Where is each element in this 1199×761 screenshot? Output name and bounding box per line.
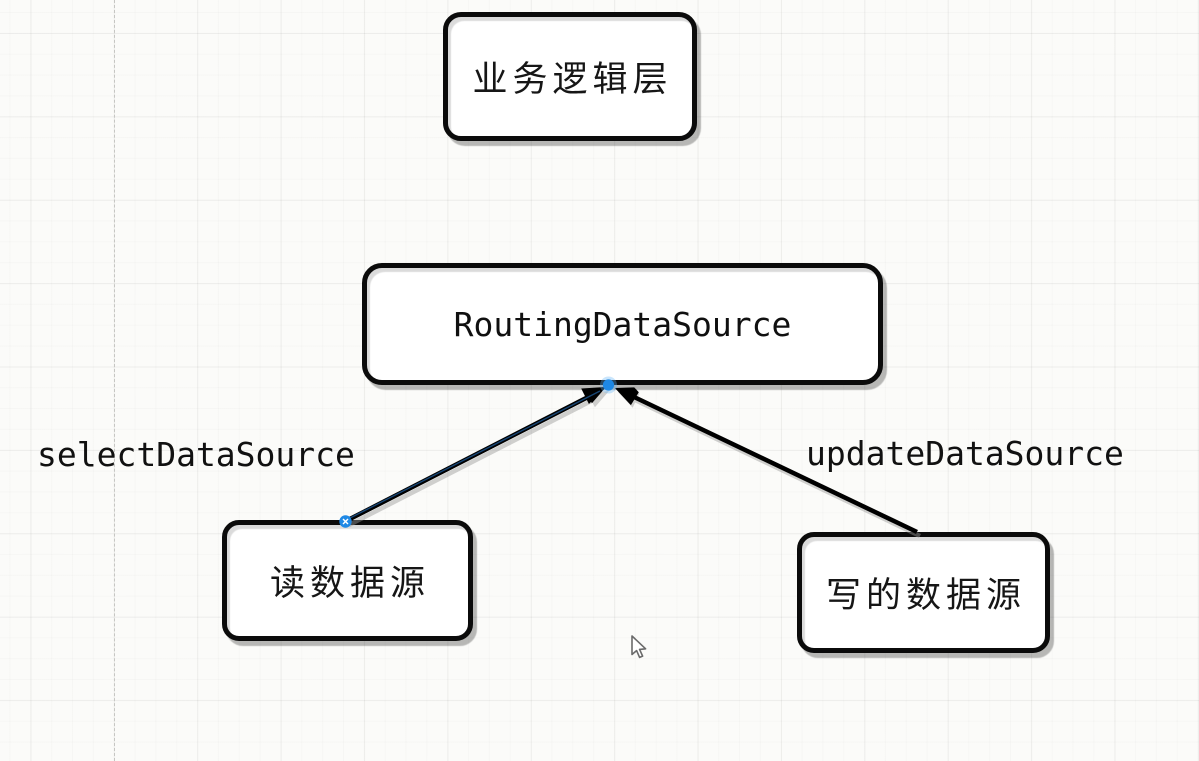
node-routing-datasource-label: RoutingDataSource [453,304,792,344]
edge-shadows [347,391,921,539]
edge-endpoint-target-handle[interactable] [600,376,617,394]
mouse-cursor-icon [631,635,647,659]
edge-endpoint-source-handle[interactable] [339,515,352,528]
node-routing-datasource[interactable]: RoutingDataSource [362,263,883,385]
node-write-datasource[interactable]: 写的数据源 [797,532,1050,653]
edge-label-select-datasource[interactable]: selectDataSource [37,435,355,474]
node-business-logic-layer[interactable]: 业务逻辑层 [443,12,697,141]
node-business-logic-layer-label: 业务逻辑层 [472,60,673,100]
node-write-datasource-label: 写的数据源 [825,576,1026,616]
edge-update-datasource[interactable] [615,387,918,535]
edge-label-update-datasource[interactable]: updateDataSource [806,434,1124,473]
page-boundary-line [114,0,115,761]
node-read-datasource-label: 读数据源 [269,564,430,604]
edge-select-datasource[interactable] [344,387,606,524]
